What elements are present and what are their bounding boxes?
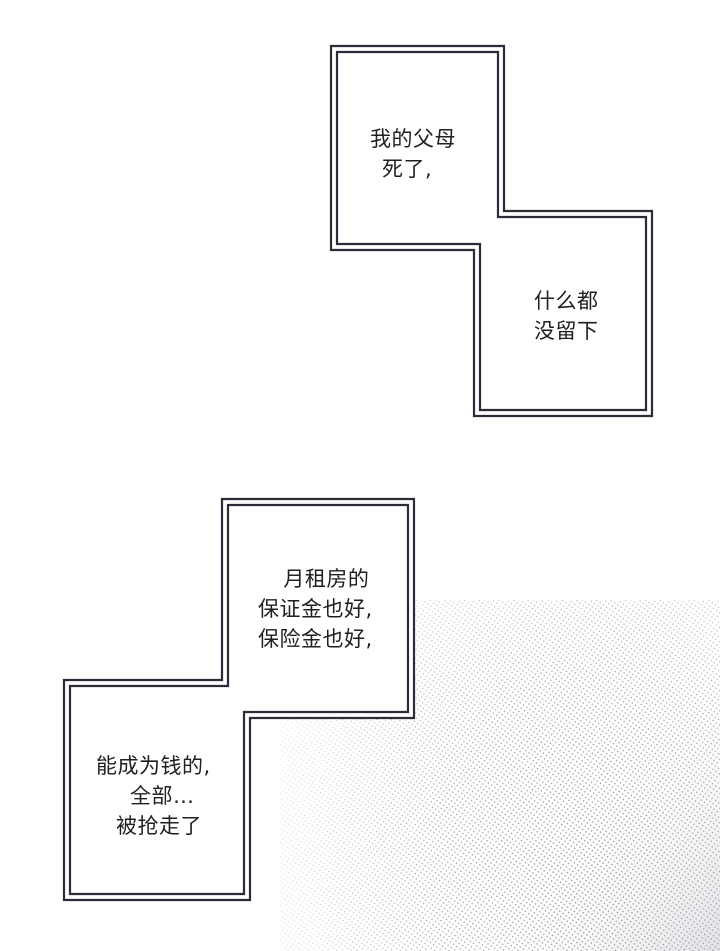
caption-line: 保险金也好, — [258, 627, 373, 651]
caption-parents-died: 我的父母 死了, — [370, 124, 456, 184]
caption-box-bottom — [62, 497, 416, 902]
caption-line: 没留下 — [534, 319, 599, 343]
caption-line: 保证金也好, — [258, 597, 373, 621]
caption-line: 全部… — [130, 784, 195, 808]
caption-deposits: 月租房的 保证金也好, 保险金也好, — [258, 564, 373, 654]
caption-line: 能成为钱的, — [96, 754, 211, 778]
caption-line: 我的父母 — [370, 127, 456, 151]
caption-nothing-left: 什么都 没留下 — [534, 286, 599, 346]
caption-line: 死了, — [382, 157, 433, 181]
caption-taken-away: 能成为钱的, 全部… 被抢走了 — [96, 751, 211, 841]
caption-box-top — [329, 44, 654, 418]
caption-line: 被抢走了 — [116, 814, 202, 838]
caption-line: 什么都 — [534, 289, 599, 313]
caption-line: 月租房的 — [283, 567, 370, 591]
